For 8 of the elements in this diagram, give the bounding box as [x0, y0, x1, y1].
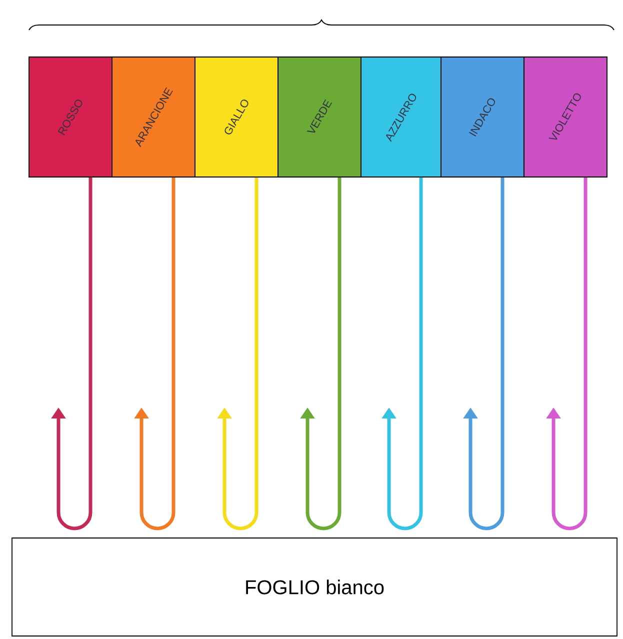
arrow [217, 177, 258, 530]
arrow [134, 177, 176, 530]
arrow [300, 177, 342, 530]
arrow [463, 177, 504, 530]
sheet-box: FOGLIO bianco [12, 538, 618, 636]
arrow [546, 177, 588, 530]
arrow [382, 177, 423, 530]
arrow [51, 177, 92, 530]
